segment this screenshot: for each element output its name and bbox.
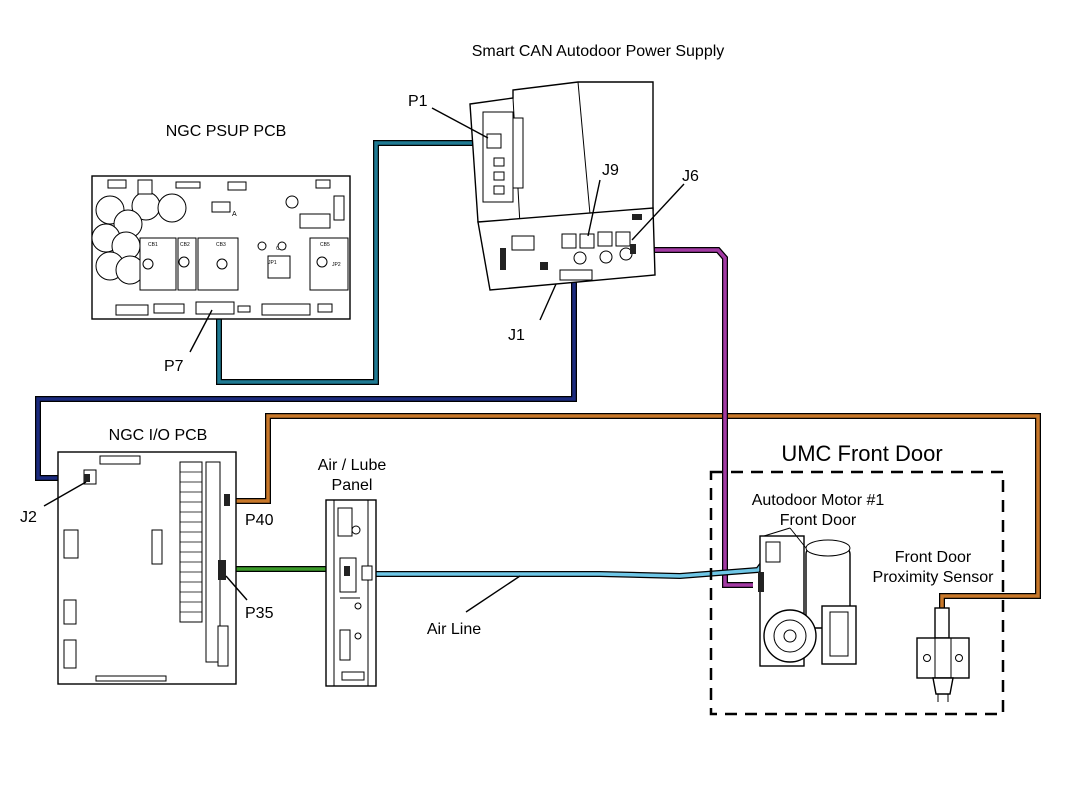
umc-front-door-label: UMC Front Door (781, 441, 942, 466)
svg-text:A: A (232, 211, 237, 218)
cable-j6-to-motor (632, 247, 753, 588)
svg-text:CB5: CB5 (320, 242, 330, 248)
sensor-label-line1: Front Door (895, 549, 972, 566)
connector-p35-label: P35 (245, 605, 274, 622)
cable-p1-to-p7 (216, 140, 487, 385)
psup-pcb-label: NGC PSUP PCB (166, 123, 287, 140)
psup-pcb-board: CB1 CB2 CB3 CB4 CB5 JP1 JP2 A (91, 175, 351, 320)
air-lube-panel (325, 499, 377, 687)
power-supply-unit (469, 81, 656, 291)
cable-p40-to-sensor (229, 413, 1041, 610)
connector-j6-label: J6 (682, 168, 699, 185)
proximity-sensor (916, 607, 970, 702)
cable-j1-to-j2 (35, 278, 577, 481)
svg-text:JP2: JP2 (332, 262, 341, 268)
svg-text:JP1: JP1 (268, 260, 277, 266)
connector-p40-label: P40 (245, 512, 274, 529)
motor-label-line2: Front Door (780, 512, 857, 529)
umc-front-door-boundary (709, 470, 1005, 716)
air-lube-label-line1: Air / Lube (318, 457, 387, 474)
connector-p7-label: P7 (164, 358, 184, 375)
svg-text:CB3: CB3 (216, 242, 226, 248)
io-pcb-label: NGC I/O PCB (109, 427, 208, 444)
io-pcb-board (57, 451, 237, 685)
power-supply-label: Smart CAN Autodoor Power Supply (472, 43, 725, 60)
connector-j9-label: J9 (602, 162, 619, 179)
connector-j1-label: J1 (508, 327, 525, 344)
sensor-label-line2: Proximity Sensor (873, 569, 995, 586)
connector-j2-label: J2 (20, 509, 37, 526)
svg-text:CB2: CB2 (180, 242, 190, 248)
svg-text:CB1: CB1 (148, 242, 158, 248)
autodoor-motor (758, 527, 857, 667)
air-line-label: Air Line (427, 621, 481, 638)
air-lube-label-line2: Panel (332, 477, 373, 494)
connector-p1-label: P1 (408, 93, 428, 110)
motor-label-line1: Autodoor Motor #1 (752, 492, 885, 509)
cable-air-line (372, 560, 767, 580)
leader-lines (43, 107, 685, 613)
